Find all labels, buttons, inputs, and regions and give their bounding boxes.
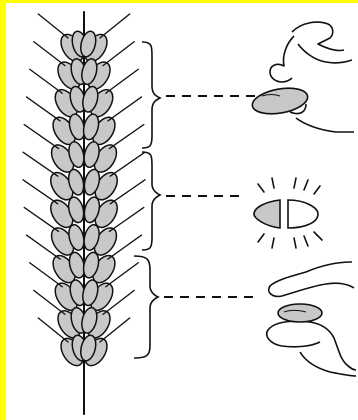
rubbed-grain — [278, 304, 322, 322]
